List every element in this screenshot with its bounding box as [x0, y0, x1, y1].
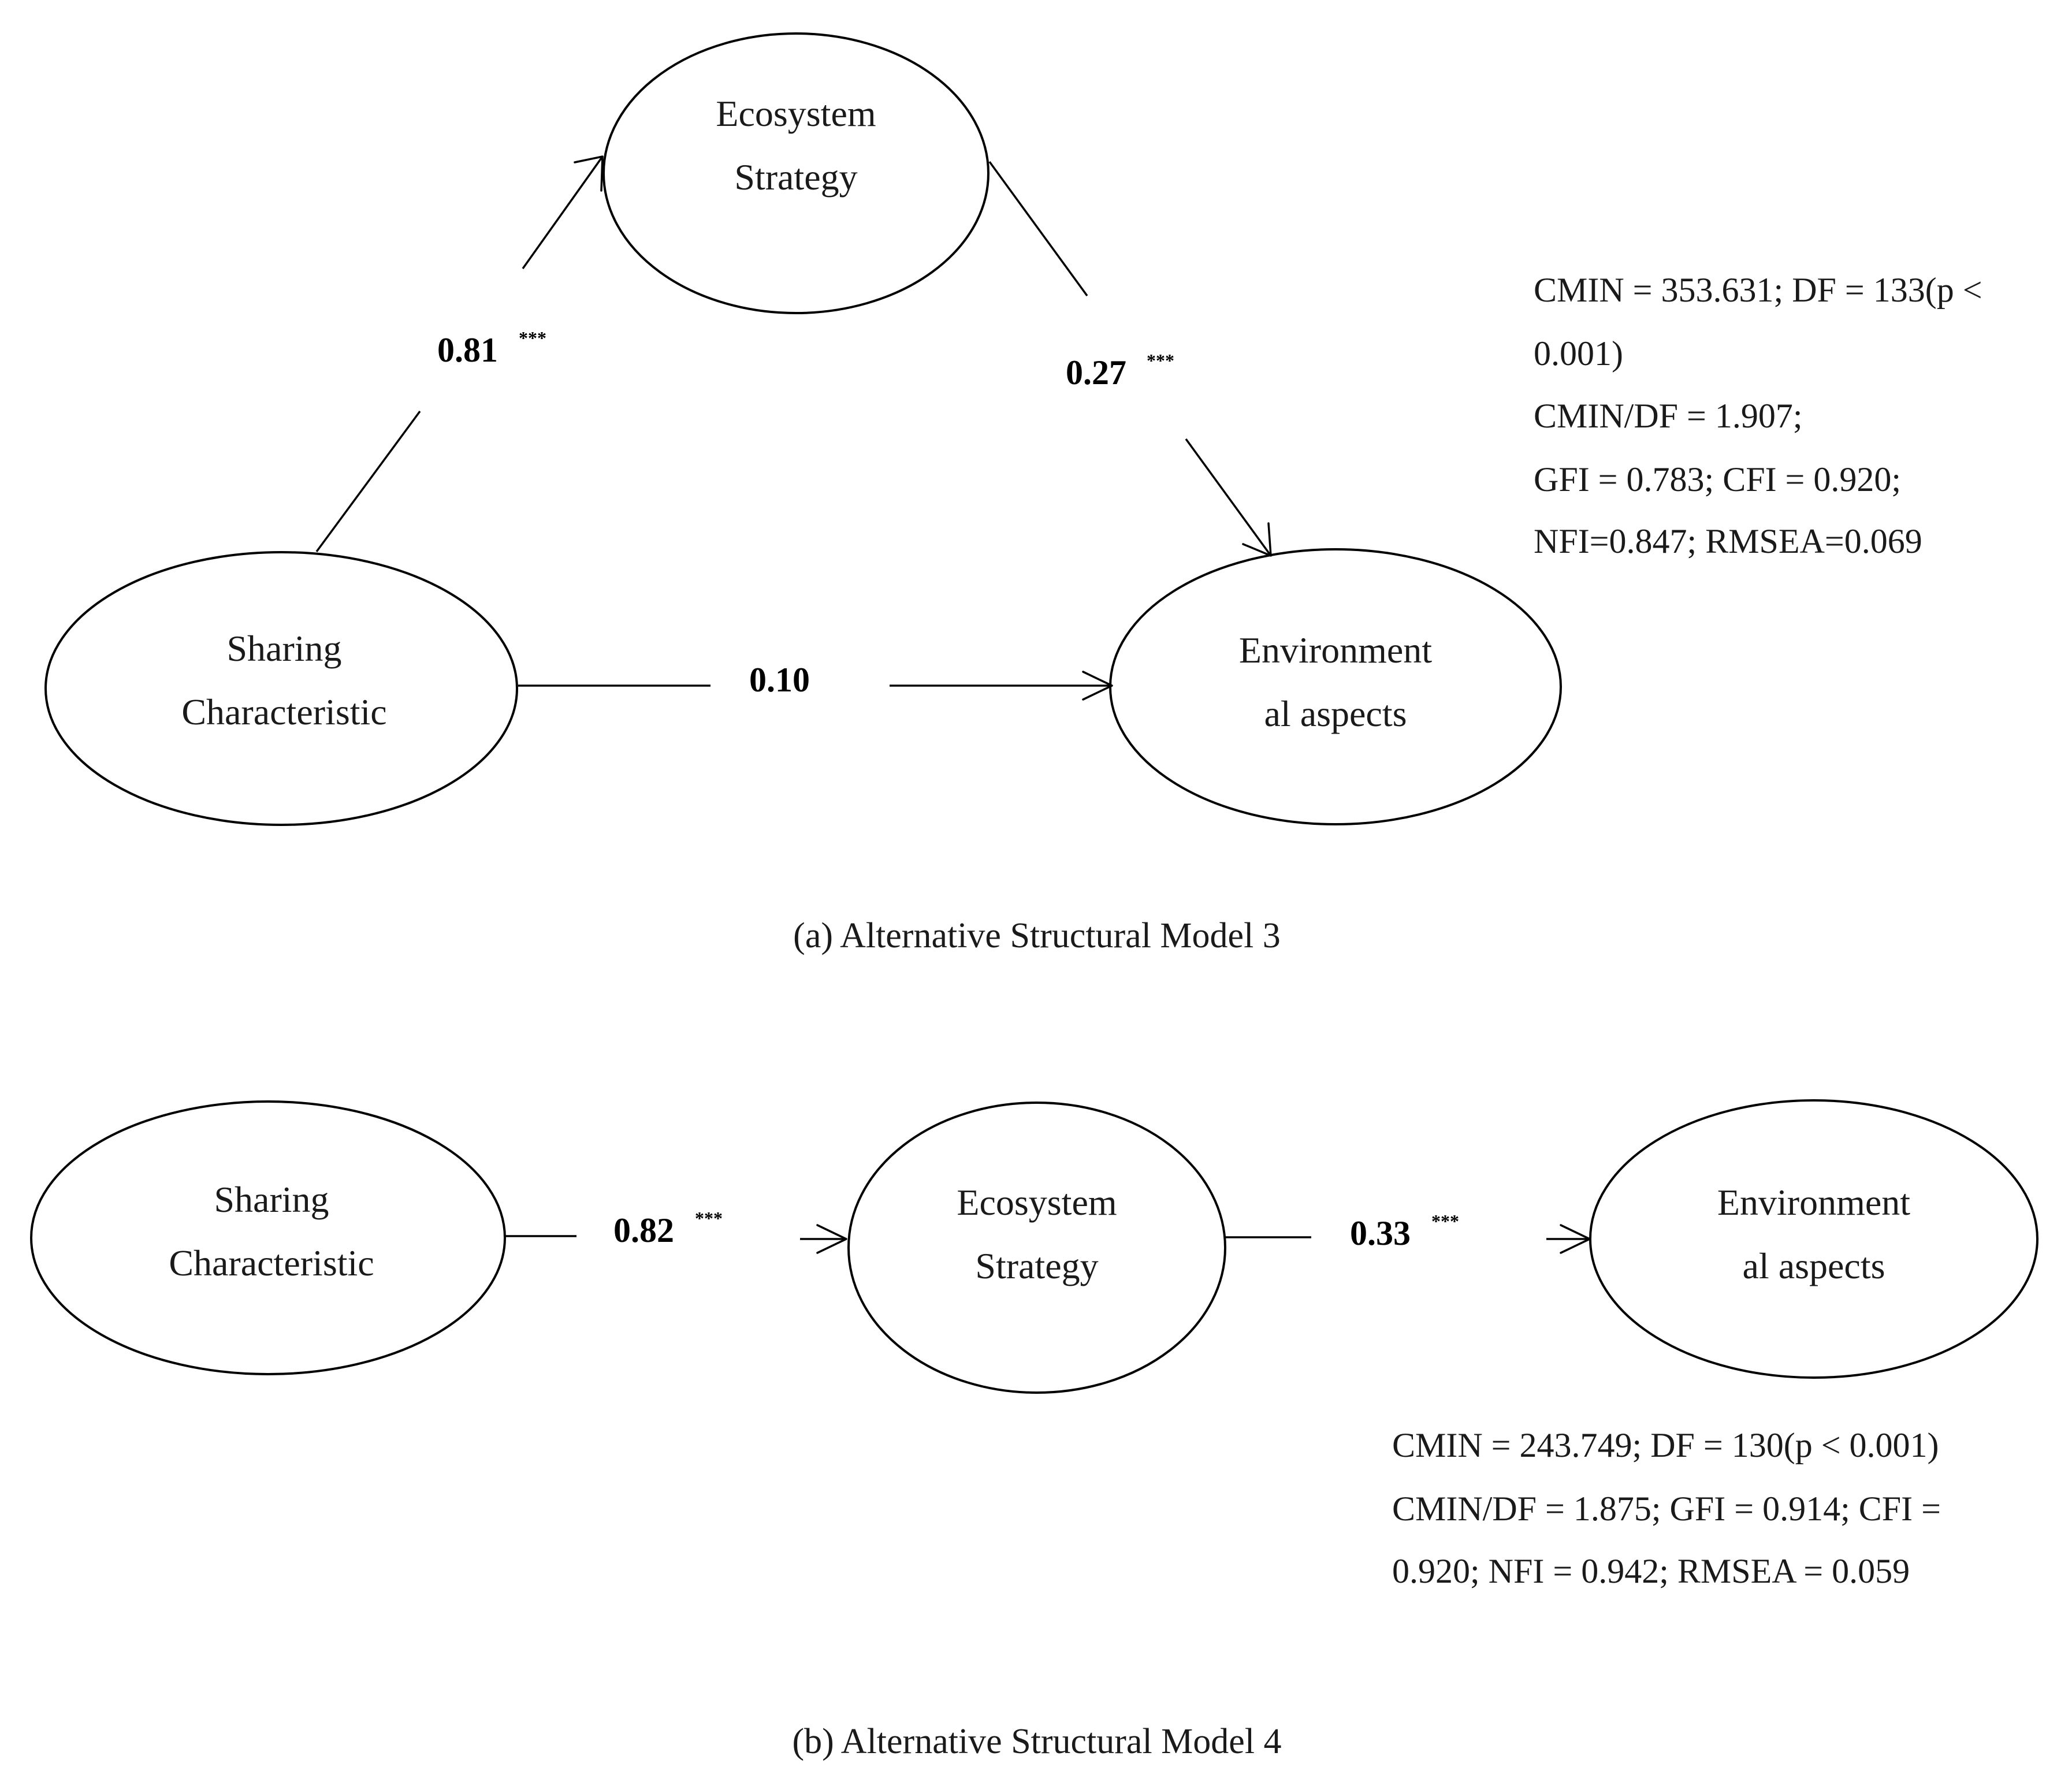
fit-line: CMIN = 243.749; DF = 130(p < 0.001) — [1392, 1426, 1939, 1464]
path-coefficient: 0.82 — [613, 1211, 674, 1249]
node-sharing-characteristic: Sharing Characteristic — [44, 551, 518, 826]
fit-statistics: CMIN = 243.749; DF = 130(p < 0.001) CMIN… — [1392, 1426, 1941, 1590]
node-label-line: al aspects — [1743, 1245, 1885, 1286]
fit-line: 0.001) — [1534, 334, 1623, 373]
node-label-line: Environment — [1239, 630, 1432, 671]
node-label-line: Ecosystem — [716, 93, 876, 134]
node-sharing-characteristic: Sharing Characteristic — [30, 1100, 506, 1375]
path-sharing-to-ecosystem: 0.82 *** — [505, 1208, 847, 1254]
node-ecosystem-strategy: Ecosystem Strategy — [602, 32, 989, 314]
path-ecosystem-to-environment: 0.33 *** — [1225, 1211, 1591, 1254]
node-label-line: Strategy — [975, 1245, 1098, 1286]
path-ecosystem-to-environment: 0.27 *** — [988, 161, 1272, 557]
significance-stars: *** — [519, 328, 546, 348]
panel-caption: (b) Alternative Structural Model 4 — [792, 1722, 1281, 1761]
node-label-line: Characteristic — [169, 1242, 374, 1283]
node-environmental-aspects: Environment al aspects — [1589, 1099, 2038, 1379]
fit-line: NFI=0.847; RMSEA=0.069 — [1534, 522, 1922, 560]
node-label-line: Strategy — [734, 157, 857, 198]
node-label-line: Sharing — [214, 1179, 329, 1220]
node-label-line: Ecosystem — [957, 1182, 1117, 1223]
node-label-line: al aspects — [1264, 693, 1407, 734]
node-label-line: Characteristic — [181, 691, 386, 732]
node-label-line: Sharing — [226, 628, 341, 669]
path-coefficient: 0.27 — [1066, 354, 1126, 392]
path-coefficient: 0.10 — [749, 661, 810, 699]
fit-statistics: CMIN = 353.631; DF = 133(p < 0.001) CMIN… — [1534, 271, 1982, 560]
path-coefficient: 0.33 — [1350, 1214, 1411, 1252]
path-sharing-to-environment: 0.10 — [518, 661, 1113, 701]
significance-stars: *** — [1147, 350, 1174, 371]
node-environmental-aspects: Environment al aspects — [1109, 548, 1562, 825]
path-coefficient: 0.81 — [437, 331, 498, 369]
fit-line: CMIN/DF = 1.907; — [1534, 397, 1803, 435]
fit-line: CMIN/DF = 1.875; GFI = 0.914; CFI = — [1392, 1490, 1941, 1528]
node-ecosystem-strategy: Ecosystem Strategy — [847, 1102, 1226, 1394]
fit-line: CMIN = 353.631; DF = 133(p < — [1534, 271, 1982, 309]
node-label-line: Environment — [1717, 1182, 1910, 1223]
significance-stars: *** — [1431, 1211, 1459, 1231]
panel-caption: (a) Alternative Structural Model 3 — [793, 916, 1281, 955]
panel-b: Sharing Characteristic Ecosystem Strateg… — [30, 1099, 2038, 1761]
path-sharing-to-ecosystem: 0.81 *** — [315, 155, 604, 553]
fit-line: GFI = 0.783; CFI = 0.920; — [1534, 460, 1901, 498]
significance-stars: *** — [695, 1208, 723, 1229]
panel-a: Ecosystem Strategy Sharing Characteristi… — [44, 32, 1982, 955]
fit-line: 0.920; NFI = 0.942; RMSEA = 0.059 — [1392, 1552, 1910, 1590]
